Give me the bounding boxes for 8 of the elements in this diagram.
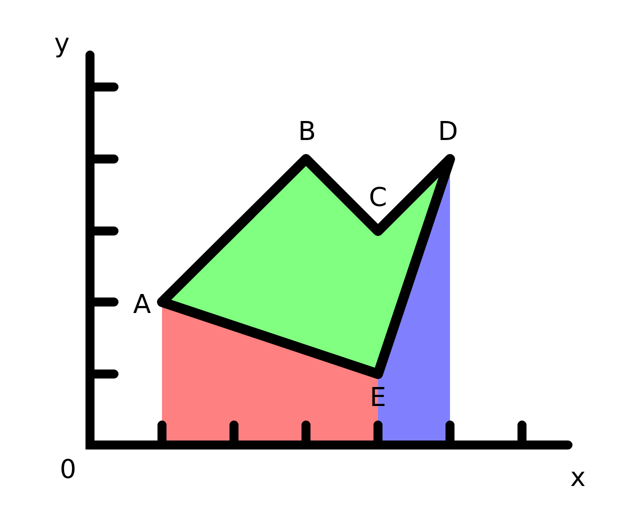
origin-label: 0 — [60, 455, 76, 485]
axis-label: x — [570, 463, 586, 493]
point-label: E — [370, 383, 386, 413]
point-label: C — [368, 183, 388, 213]
axis-label: y — [54, 29, 70, 59]
point-label: B — [298, 117, 316, 147]
point-label: A — [133, 290, 151, 320]
point-label: D — [438, 117, 458, 147]
